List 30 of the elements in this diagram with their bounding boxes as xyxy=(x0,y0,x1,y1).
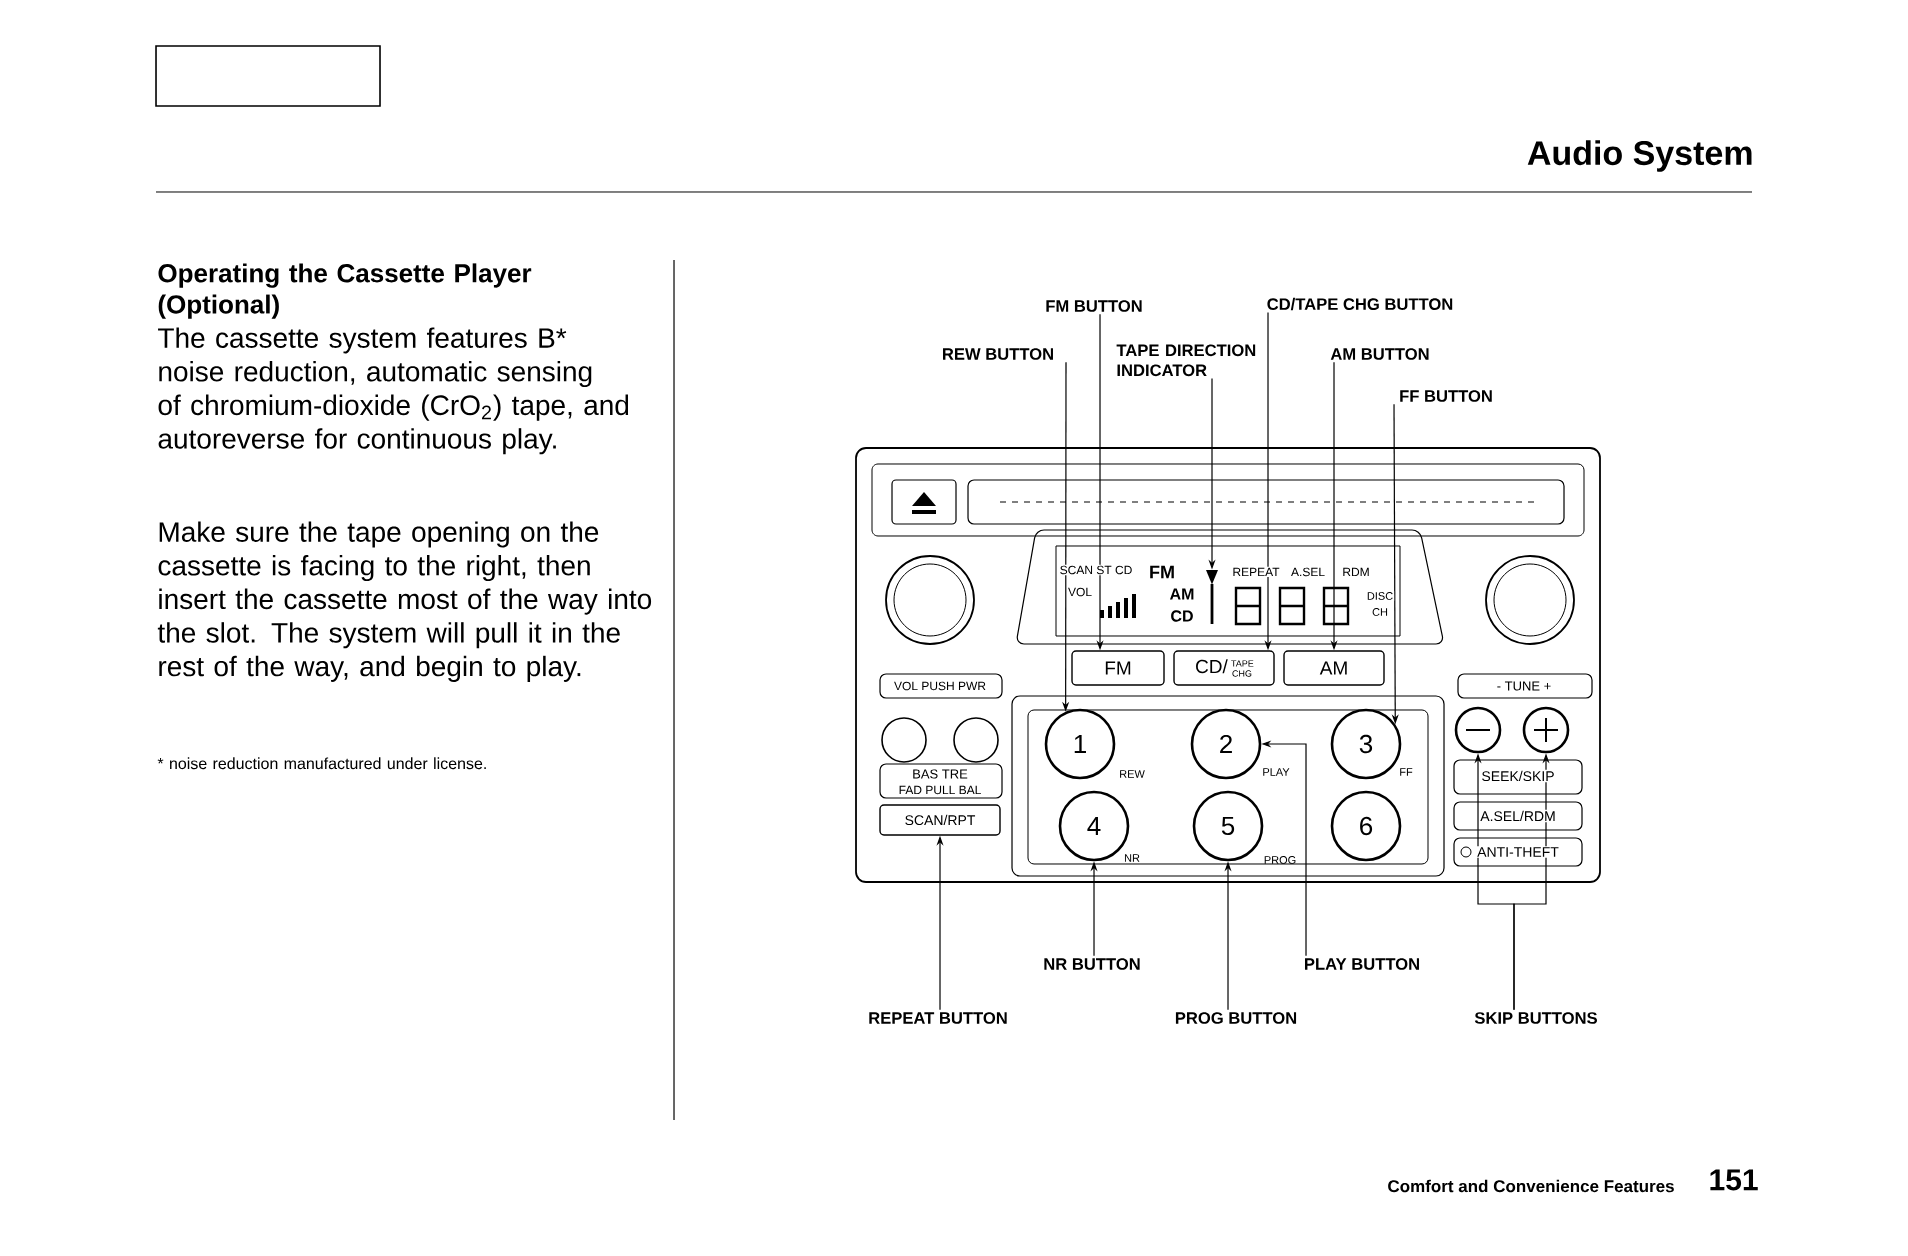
callout-label: PROG BUTTON xyxy=(1175,1012,1297,1024)
callout-label: REPEAT BUTTON xyxy=(869,1012,1007,1024)
callout-label: SKIP BUTTONS xyxy=(1474,1012,1597,1024)
footer-text: Comfort and Convenience Features xyxy=(1388,1179,1674,1193)
callout-label: FM BUTTON xyxy=(1046,300,1142,312)
display-text: CD xyxy=(1169,609,1195,623)
preset-button: 3 xyxy=(1330,708,1402,780)
plus-button xyxy=(1522,706,1570,754)
footnote: * noise reduction manufactured under license. xyxy=(157,757,486,770)
section-heading: Operating the Cassette Player (Optional) xyxy=(158,263,532,319)
paragraph: The cassette system features B* noise reduction, automatic sensing of chromium-dioxide (CrO$_{2}$) tape, and autoreverse for continuous play. xyxy=(158,327,629,455)
page-title: Audio System xyxy=(1527,140,1752,172)
callout-label: AM BUTTON xyxy=(1330,348,1429,360)
callout-label: TAPE DIRECTION INDICATOR xyxy=(1116,344,1256,377)
callout-label: REW BUTTON xyxy=(943,348,1053,360)
radio-button: AM xyxy=(1283,650,1385,686)
preset-button: 6 xyxy=(1330,790,1402,862)
radio-button: FM xyxy=(1071,650,1165,686)
preset-button: 1 xyxy=(1044,708,1116,780)
display-text: AM xyxy=(1168,587,1196,601)
callout-label: CD/TAPE CHG BUTTON xyxy=(1267,297,1453,311)
callout-label: FF BUTTON xyxy=(1400,390,1492,402)
minus-button xyxy=(1454,706,1502,754)
callout-label: PLAY BUTTON xyxy=(1305,958,1419,970)
page-number: 151 xyxy=(1710,1169,1758,1191)
display-text: FM xyxy=(1148,564,1176,580)
callout-label: NR BUTTON xyxy=(1044,958,1140,970)
preset-button: 5 xyxy=(1192,790,1264,862)
paragraph: Make sure the tape opening on the cassette is facing to the right, then insert the cassette most of the way into the slot. The system will pull it in the rest of the way, and begin to play. xyxy=(157,521,652,682)
preset-button: 2 xyxy=(1190,708,1262,780)
